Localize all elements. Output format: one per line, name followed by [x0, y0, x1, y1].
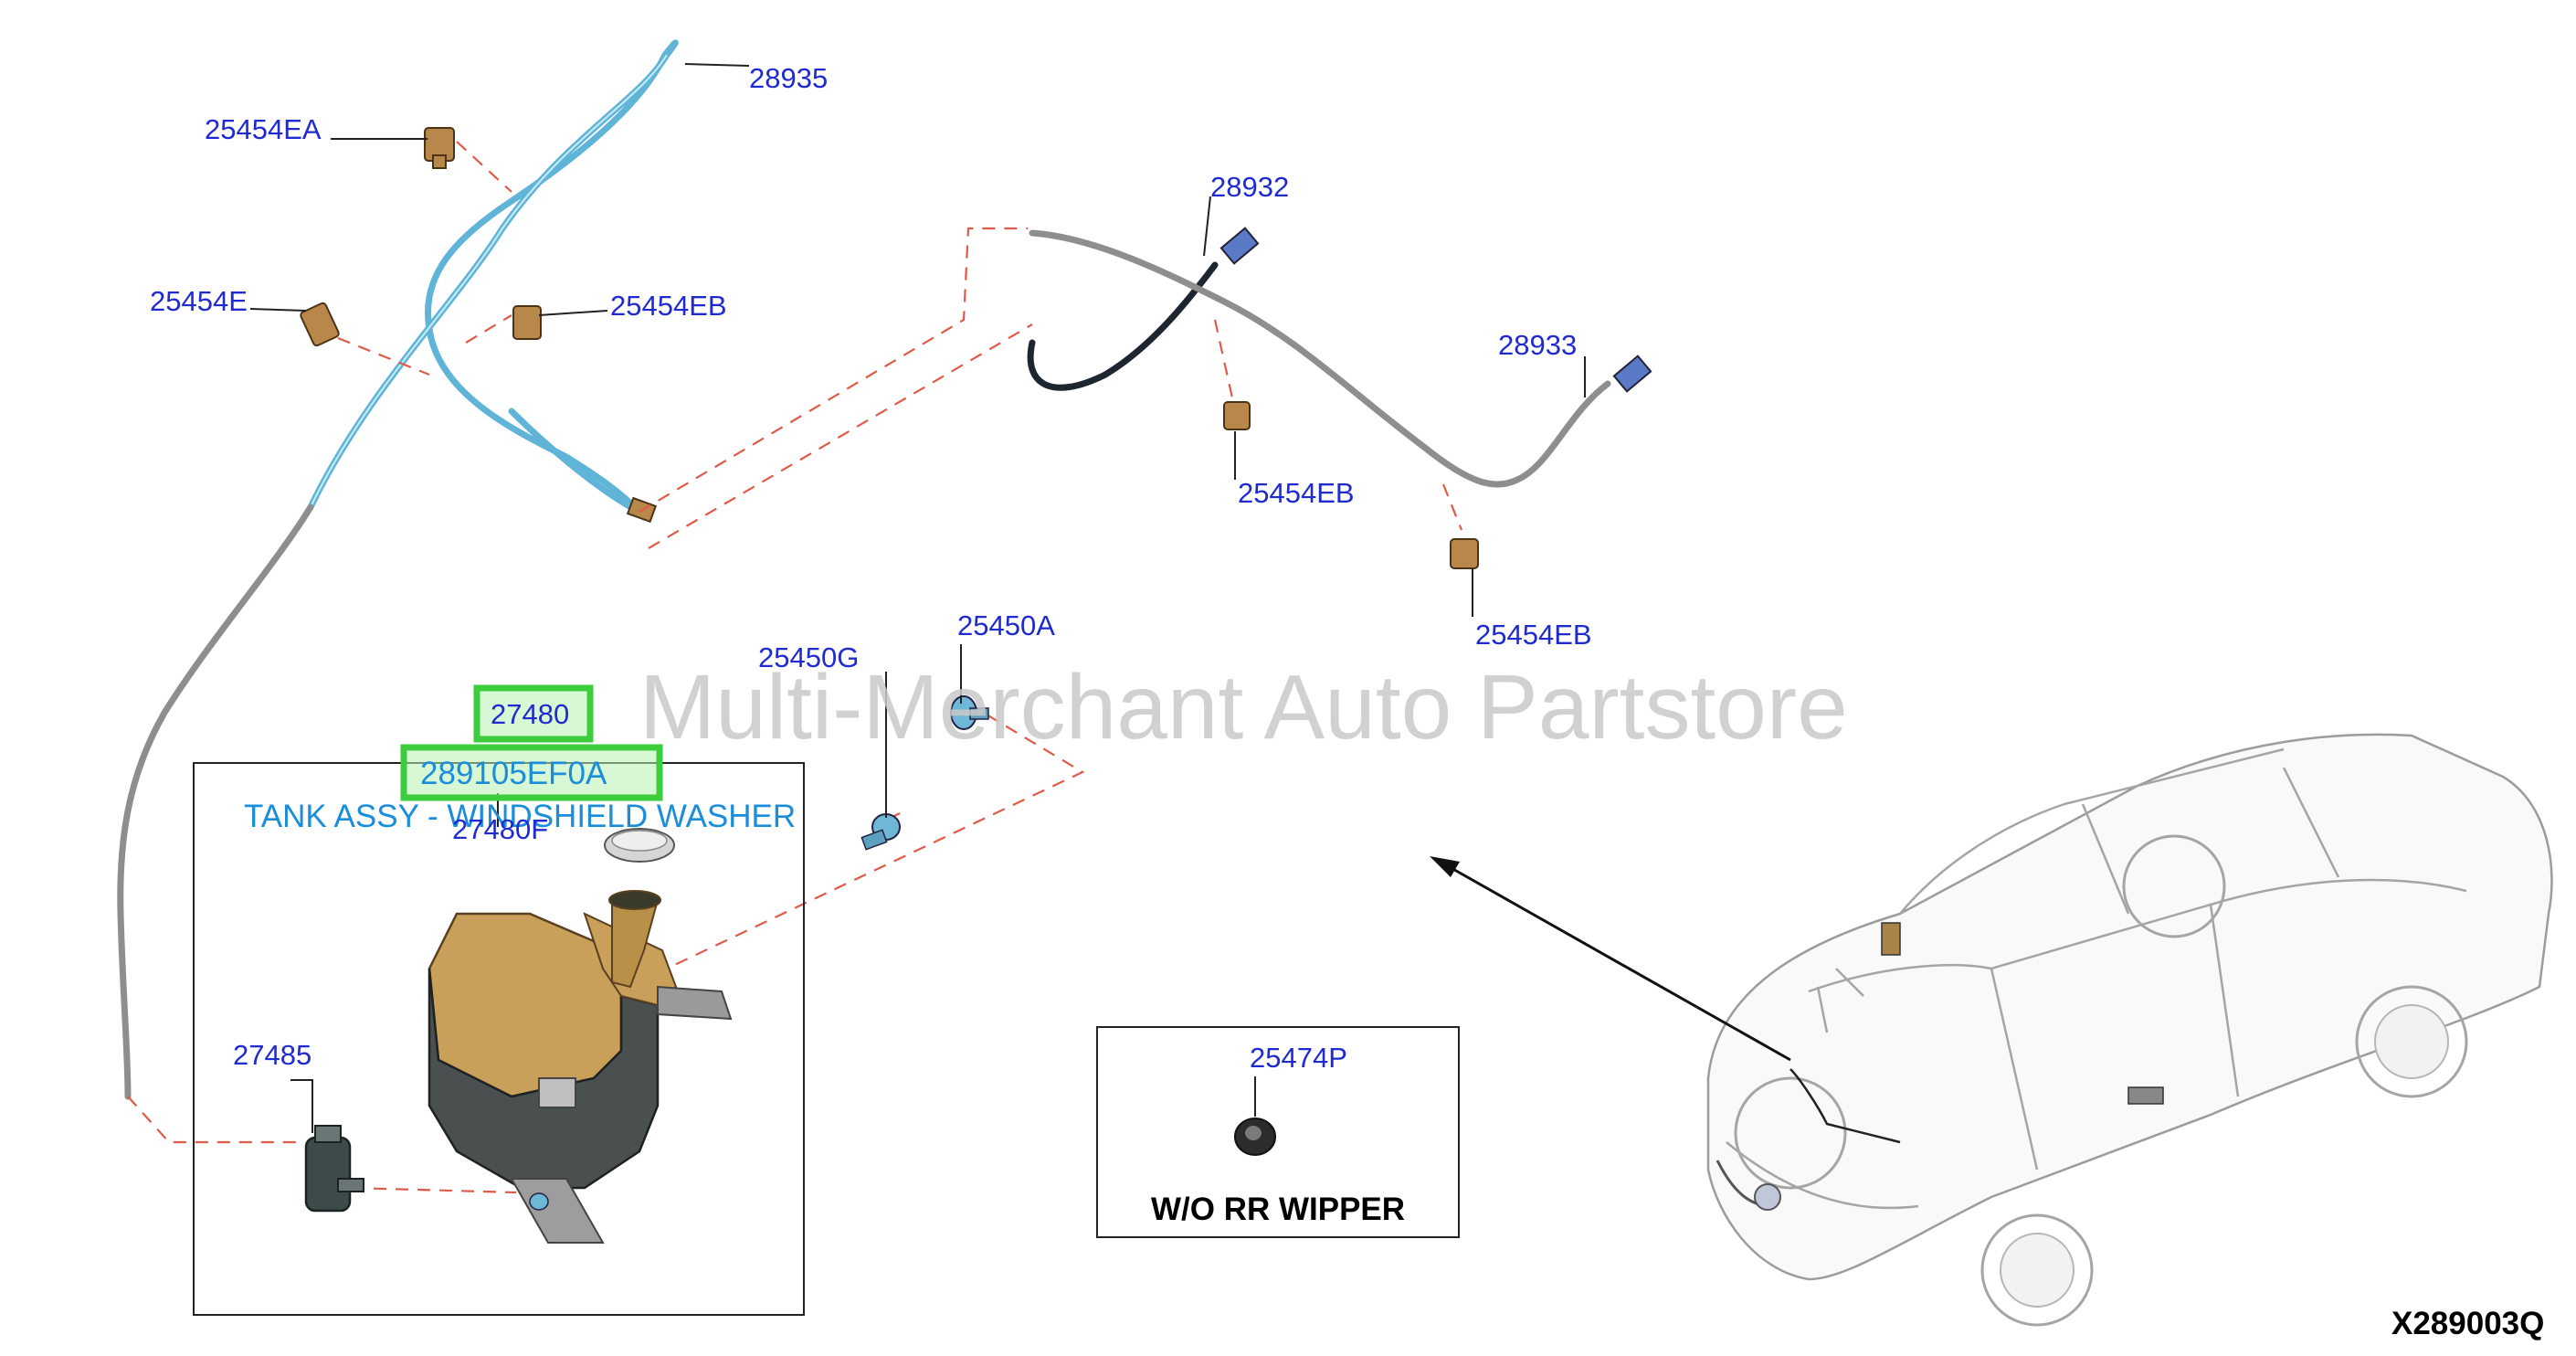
highlight-289105EF0A[interactable] — [400, 744, 663, 801]
label-289105EF0A[interactable]: 289105EF0A — [420, 756, 607, 791]
highlight-27480[interactable] — [473, 684, 594, 743]
washer-tank[interactable] — [428, 890, 733, 1244]
watermark: Multi-Merchant Auto Partstore — [639, 656, 1848, 758]
part-description: TANK ASSY - WINDSHIELD WASHER — [244, 799, 796, 834]
clip-25454EB-right[interactable] — [1450, 538, 1479, 569]
label-28935[interactable]: 28935 — [749, 62, 828, 94]
vehicle-overview — [1706, 733, 2553, 1327]
clip-25454EB-mid[interactable] — [1223, 401, 1251, 430]
label-25450A[interactable]: 25450A — [957, 609, 1055, 641]
label-27480[interactable]: 27480 — [491, 698, 569, 730]
label-28932[interactable]: 28932 — [1210, 171, 1289, 203]
tank-cap-27480F[interactable] — [604, 828, 675, 863]
inset-title: W/O RR WIPPER — [1151, 1192, 1405, 1227]
nozzle-25450G[interactable] — [860, 813, 901, 851]
label-25454EB-mid[interactable]: 25454EB — [1238, 477, 1355, 509]
label-27480F[interactable]: 27480F — [452, 813, 548, 845]
label-27485[interactable]: 27485 — [233, 1039, 311, 1071]
rear-wiper-inset-box — [1096, 1026, 1460, 1238]
clip-25454E[interactable] — [300, 302, 340, 347]
nozzle-25450A[interactable] — [950, 695, 989, 730]
label-25450G[interactable]: 25450G — [758, 641, 859, 673]
label-28933[interactable]: 28933 — [1498, 329, 1577, 361]
washer-hose-28935[interactable] — [117, 39, 679, 1100]
clip-25454EA[interactable] — [424, 127, 455, 169]
dashed-guides — [127, 141, 1463, 1194]
leader-lines — [249, 63, 1586, 1133]
washer-pump-27485[interactable] — [304, 1125, 364, 1213]
washer-hose-28932[interactable] — [1027, 227, 1652, 488]
clip-25454EB-top[interactable] — [512, 305, 542, 340]
grommet-25474P[interactable] — [1234, 1118, 1276, 1156]
label-25474P[interactable]: 25474P — [1250, 1042, 1347, 1074]
label-25454EB-top[interactable]: 25454EB — [610, 290, 727, 322]
diagram-code: X289003Q — [2391, 1306, 2544, 1341]
label-25454EA[interactable]: 25454EA — [205, 113, 322, 145]
label-25454EB-right[interactable]: 25454EB — [1475, 619, 1592, 651]
label-25454E[interactable]: 25454E — [150, 285, 248, 317]
location-arrow — [1430, 856, 1791, 1062]
